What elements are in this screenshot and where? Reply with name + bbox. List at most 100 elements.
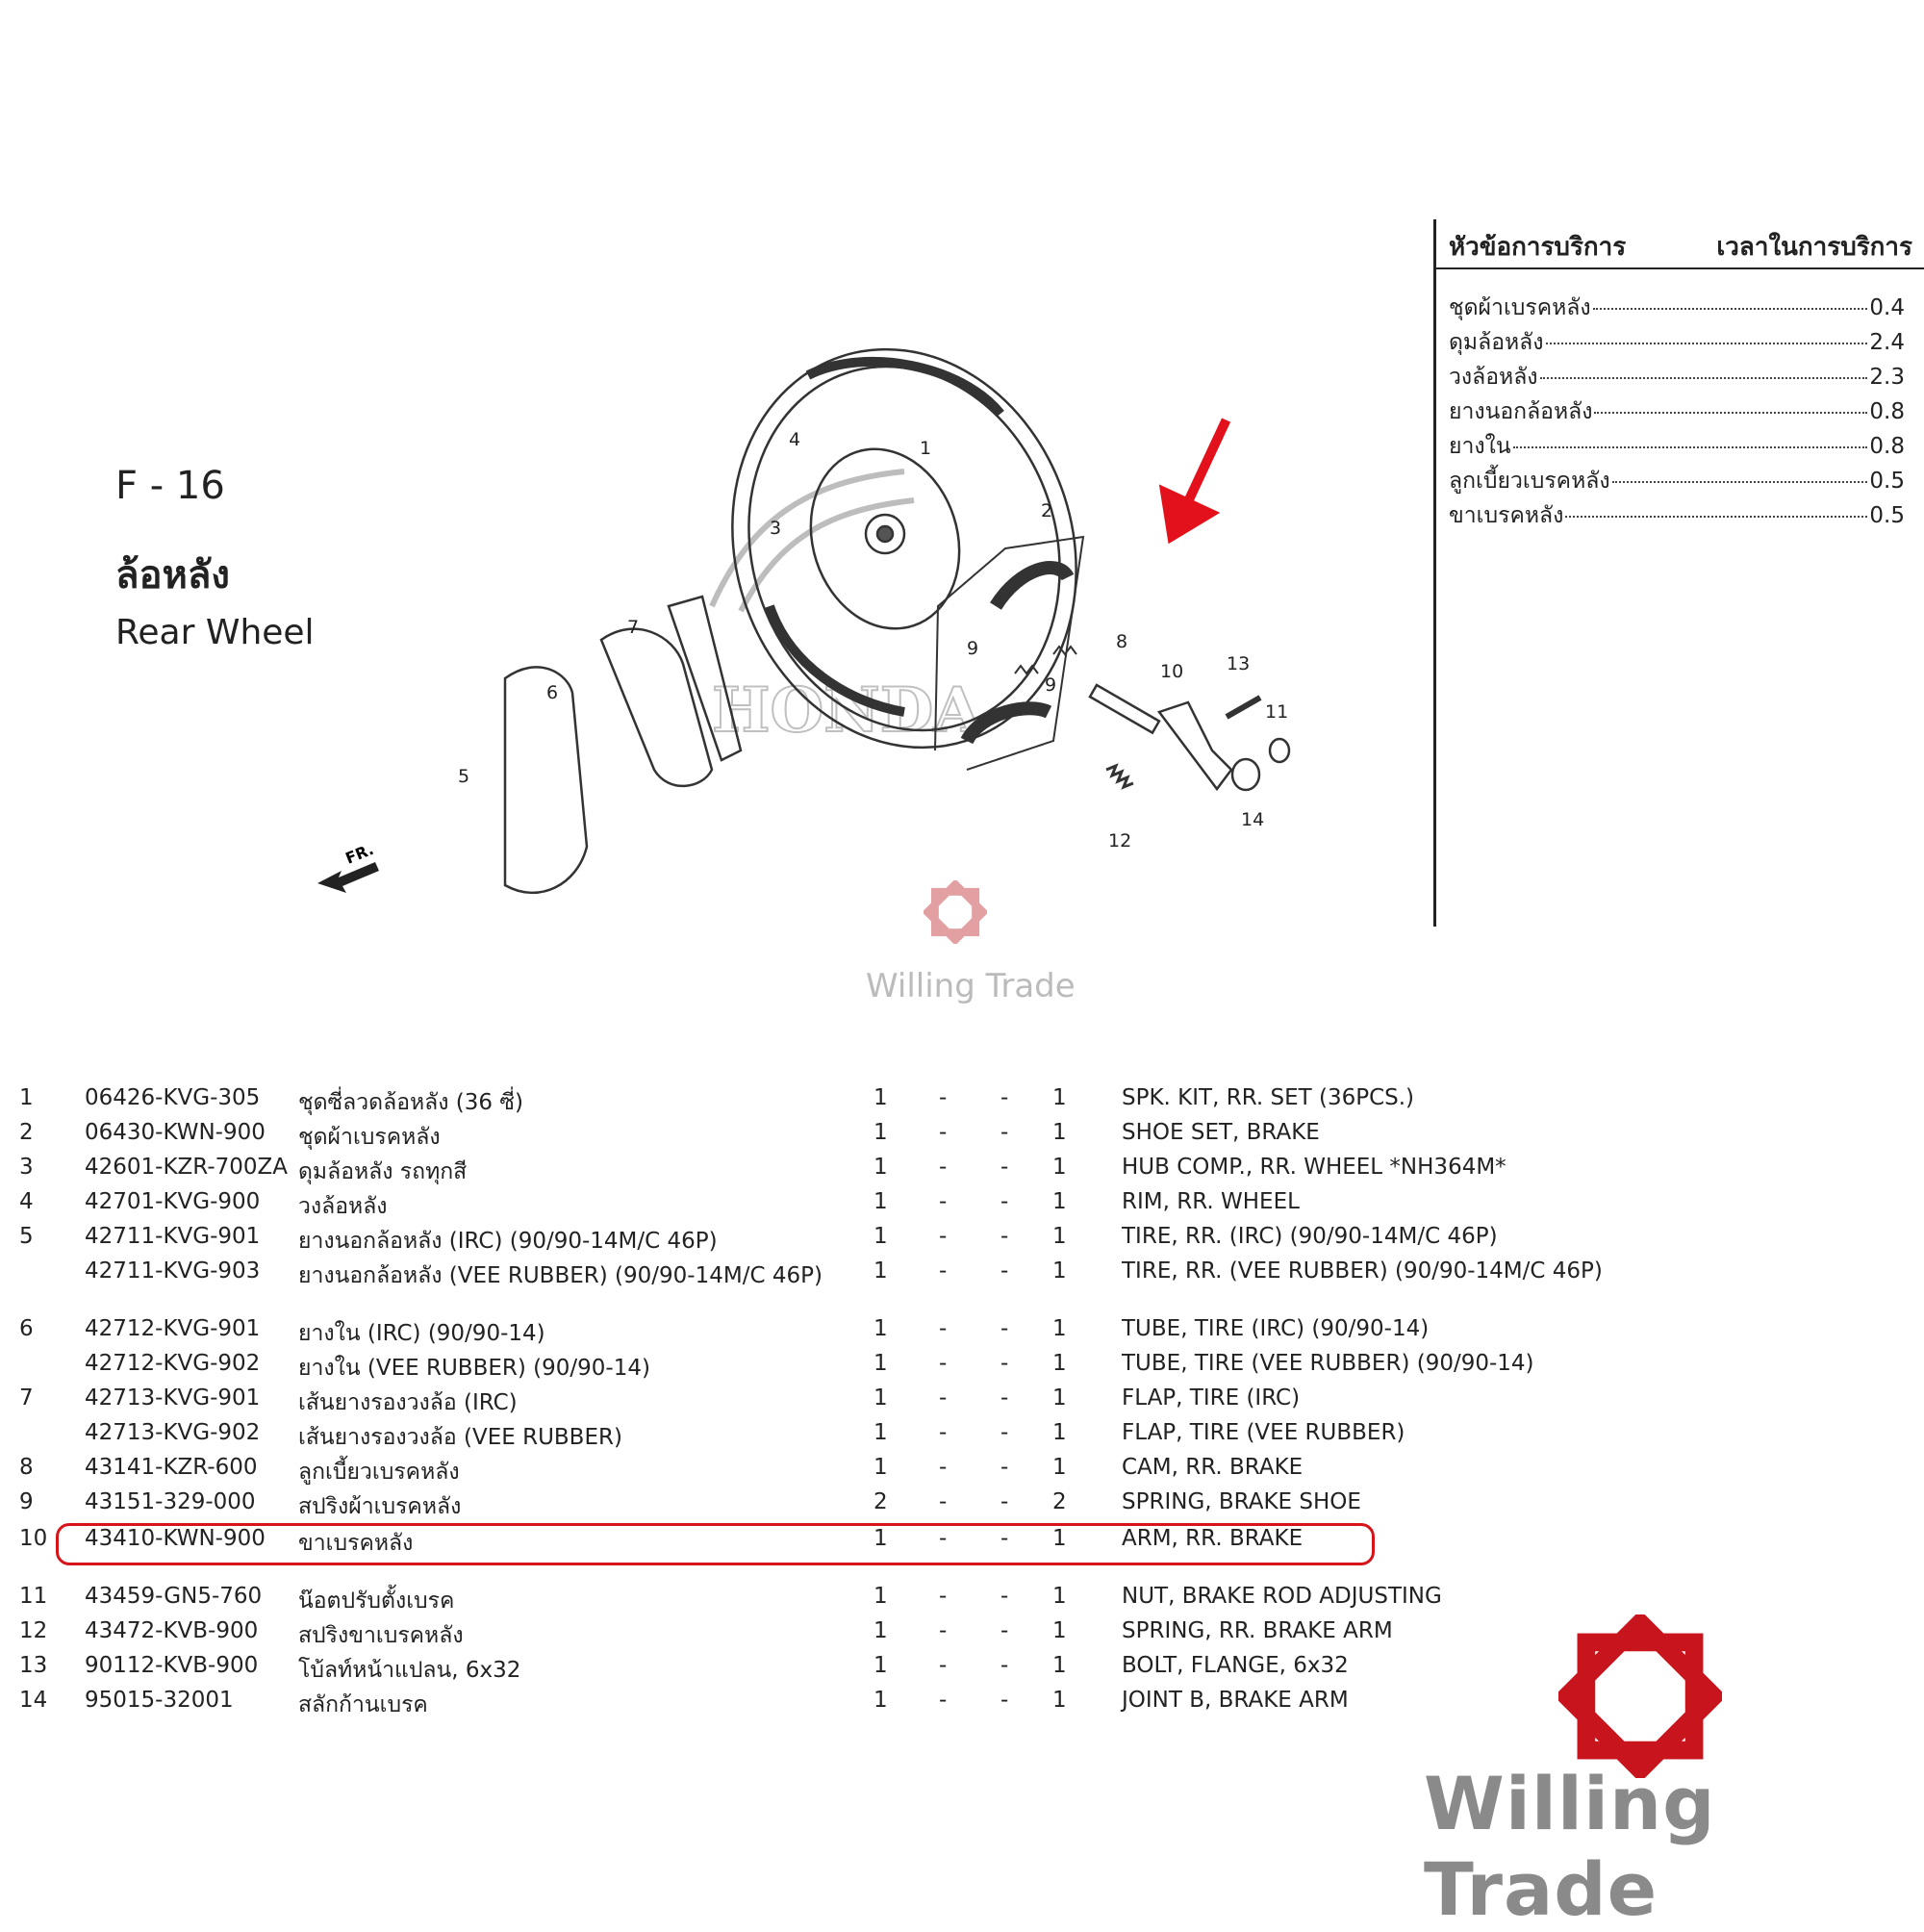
- thai-name: สลักก้านเบรค: [298, 1692, 428, 1717]
- qty-4: 1: [1052, 1316, 1067, 1341]
- service-item-label: ดุมล้อหลัง: [1449, 330, 1544, 355]
- qty-1: 1: [873, 1316, 888, 1341]
- qty-4: 1: [1052, 1351, 1067, 1376]
- part-number: 42713-KVG-902: [85, 1420, 261, 1445]
- thai-name: ชุดซี่ลวดล้อหลัง (36 ซี่): [298, 1090, 523, 1115]
- callout-10: 10: [1160, 661, 1183, 682]
- part-number: 90112-KVB-900: [85, 1653, 259, 1678]
- callout-14: 14: [1241, 809, 1264, 830]
- qty-2: -: [939, 1316, 948, 1341]
- service-item-time: 0.8: [1869, 434, 1905, 459]
- qty-3: -: [1000, 1420, 1009, 1445]
- ref-number: 12: [19, 1618, 48, 1643]
- callout-6: 6: [546, 682, 558, 703]
- part-number: 06430-KWN-900: [85, 1120, 266, 1145]
- qty-1: 1: [873, 1351, 888, 1376]
- service-item-time: 2.3: [1869, 365, 1905, 390]
- brake-shoe-set: [934, 535, 1085, 771]
- highlight-box: [56, 1523, 1375, 1565]
- qty-3: -: [1000, 1189, 1009, 1214]
- table-row: 13 90112-KVB-900 โบ้ลท์หน้าแปลน, 6x32 1 …: [0, 1653, 1924, 1686]
- table-row: 12 43472-KVB-900 สปริงขาเบรคหลัง 1 - - 1…: [0, 1618, 1924, 1651]
- qty-2: -: [939, 1526, 948, 1551]
- qty-3: -: [1000, 1526, 1009, 1551]
- english-name: TIRE, RR. (VEE RUBBER) (90/90-14M/C 46P): [1122, 1258, 1603, 1284]
- qty-4: 1: [1052, 1085, 1067, 1110]
- part-number: 42601-KZR-700ZA: [85, 1155, 289, 1180]
- part-number: 43459-GN5-760: [85, 1584, 263, 1609]
- english-name: NUT, BRAKE ROD ADJUSTING: [1122, 1584, 1442, 1609]
- table-row: 42713-KVG-902 เส้นยางรองวงล้อ (VEE RUBBE…: [0, 1420, 1924, 1453]
- watermark-text-small: Willing Trade: [866, 967, 1076, 1005]
- part-number: 42711-KVG-901: [85, 1224, 261, 1249]
- watermark-text-large: Willing Trade: [1424, 1761, 1716, 1932]
- qty-1: 1: [873, 1224, 888, 1249]
- qty-1: 1: [873, 1258, 888, 1284]
- front-label: FR.: [342, 840, 376, 868]
- thai-name: สปริงผ้าเบรคหลัง: [298, 1494, 462, 1519]
- table-row: 3 42601-KZR-700ZA ดุมล้อหลัง รถทุกสี 1 -…: [0, 1155, 1924, 1187]
- ref-number: 14: [19, 1688, 48, 1713]
- qty-1: 1: [873, 1688, 888, 1713]
- english-name: BOLT, FLANGE, 6x32: [1122, 1653, 1349, 1678]
- thai-name: ลูกเบี้ยวเบรคหลัง: [298, 1460, 460, 1485]
- thai-name: โบ้ลท์หน้าแปลน, 6x32: [298, 1658, 521, 1683]
- panel-divider: [1433, 219, 1436, 927]
- qty-1: 1: [873, 1455, 888, 1480]
- service-item: ชุดผ้าเบรคหลัง 0.4: [1449, 291, 1905, 325]
- table-row: 2 06430-KWN-900 ชุดผ้าเบรคหลัง 1 - - 1 S…: [0, 1120, 1924, 1153]
- table-row: 42711-KVG-903 ยางนอกล้อหลัง (VEE RUBBER)…: [0, 1258, 1924, 1291]
- section-title-thai: ล้อหลัง: [115, 553, 230, 597]
- table-row: 42712-KVG-902 ยางใน (VEE RUBBER) (90/90-…: [0, 1351, 1924, 1384]
- english-name: RIM, RR. WHEEL: [1122, 1189, 1300, 1214]
- thai-name: ยางนอกล้อหลัง (IRC) (90/90-14M/C 46P): [298, 1229, 718, 1254]
- qty-4: 1: [1052, 1224, 1067, 1249]
- callout-4: 4: [789, 429, 800, 450]
- callout-8: 8: [1116, 631, 1127, 652]
- thai-name: วงล้อหลัง: [298, 1194, 388, 1219]
- english-name: CAM, RR. BRAKE: [1122, 1455, 1304, 1480]
- qty-4: 1: [1052, 1120, 1067, 1145]
- qty-4: 1: [1052, 1155, 1067, 1180]
- thai-name: ยางใน (VEE RUBBER) (90/90-14): [298, 1356, 650, 1381]
- qty-3: -: [1000, 1688, 1009, 1713]
- willing-trade-logo-icon: [1558, 1614, 1722, 1778]
- callout-11: 11: [1265, 701, 1288, 723]
- qty-3: -: [1000, 1455, 1009, 1480]
- qty-1: 1: [873, 1120, 888, 1145]
- qty-3: -: [1000, 1120, 1009, 1145]
- ref-number: 5: [19, 1224, 34, 1249]
- part-number: 43472-KVB-900: [85, 1618, 259, 1643]
- ref-number: 3: [19, 1155, 34, 1180]
- section-title-english: Rear Wheel: [115, 613, 315, 652]
- qty-4: 1: [1052, 1189, 1067, 1214]
- service-header-right: เวลาในการบริการ: [1716, 233, 1912, 262]
- qty-3: -: [1000, 1618, 1009, 1643]
- qty-2: -: [939, 1120, 948, 1145]
- red-arrow-icon: [1158, 418, 1231, 545]
- qty-2: -: [939, 1085, 948, 1110]
- ref-number: 9: [19, 1489, 34, 1514]
- english-name: SHOE SET, BRAKE: [1122, 1120, 1320, 1145]
- qty-2: -: [939, 1653, 948, 1678]
- part-number: 43151-329-000: [85, 1489, 256, 1514]
- service-item-time: 0.4: [1869, 295, 1905, 320]
- qty-4: 1: [1052, 1420, 1067, 1445]
- table-row: 11 43459-GN5-760 น๊อตปรับตั้งเบรค 1 - - …: [0, 1584, 1924, 1616]
- service-header-rule: [1436, 267, 1924, 269]
- qty-1: 1: [873, 1189, 888, 1214]
- thai-name: ชุดผ้าเบรคหลัง: [298, 1125, 441, 1150]
- qty-2: -: [939, 1688, 948, 1713]
- willing-trade-logo-icon: [924, 880, 987, 944]
- thai-name: สปริงขาเบรคหลัง: [298, 1623, 464, 1648]
- service-item-label: ขาเบรคหลัง: [1449, 503, 1564, 528]
- part-number: 42701-KVG-900: [85, 1189, 261, 1214]
- service-item-time: 0.5: [1869, 503, 1905, 528]
- service-item-time: 2.4: [1869, 330, 1905, 355]
- front-direction-arrow-icon: FR.: [317, 840, 379, 893]
- part-number: 06426-KVG-305: [85, 1085, 261, 1110]
- service-item-label: ชุดผ้าเบรคหลัง: [1449, 295, 1591, 320]
- service-item: ขาเบรคหลัง 0.5: [1449, 498, 1905, 533]
